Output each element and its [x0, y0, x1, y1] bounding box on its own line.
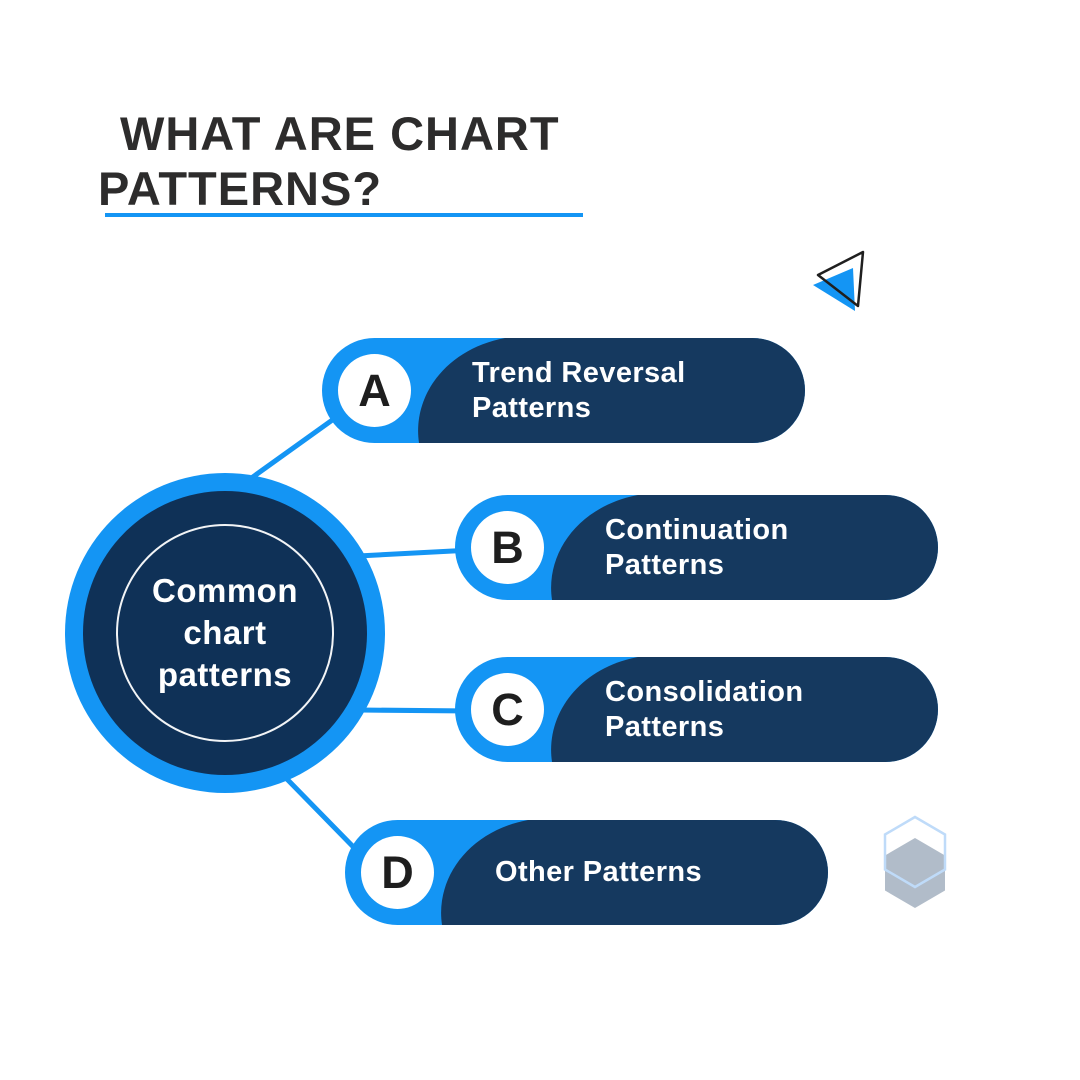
- pattern-label: Continuation Patterns: [605, 513, 789, 581]
- pattern-label: Trend Reversal Patterns: [472, 356, 686, 424]
- pill-navy-swoosh: [441, 820, 828, 925]
- pill-navy-swoosh: [551, 495, 938, 600]
- central-circle-inner: Common chart patterns: [83, 491, 367, 775]
- pill-shape: [345, 820, 828, 925]
- hexagon-outline: [883, 815, 947, 889]
- plane-outline-triangle: [816, 250, 865, 308]
- letter-badge-text: C: [491, 683, 524, 735]
- pill-shape: [322, 338, 805, 443]
- pattern-label: Consolidation Patterns: [605, 675, 804, 743]
- pattern-item-c: C Consolidation Patterns: [455, 657, 938, 762]
- letter-badge: B: [471, 511, 544, 584]
- plane-fill-triangle: [813, 268, 855, 311]
- hexagon-pair-icon: [883, 815, 947, 908]
- pattern-item-a: A Trend Reversal Patterns: [322, 338, 805, 443]
- central-circle-label: Common chart patterns: [152, 572, 298, 693]
- pattern-label: Other Patterns: [495, 856, 703, 889]
- letter-badge: C: [471, 673, 544, 746]
- central-circle-ring: Common chart patterns: [116, 524, 334, 742]
- letter-badge-text: D: [381, 846, 414, 898]
- pill-navy-swoosh: [418, 338, 805, 443]
- letter-badge: D: [361, 836, 434, 909]
- title-underline: [105, 213, 583, 217]
- pill-shape: [455, 657, 938, 762]
- pill-navy-swoosh: [551, 657, 938, 762]
- central-circle: Common chart patterns: [65, 473, 385, 793]
- hexagon-filled: [885, 838, 945, 908]
- paper-plane-triangle-icon: [813, 250, 865, 311]
- letter-badge: A: [338, 354, 411, 427]
- connector-b: [355, 547, 475, 559]
- connector-c: [357, 707, 475, 714]
- letter-badge-text: B: [491, 521, 524, 573]
- pattern-item-d: D Other Patterns: [345, 820, 828, 925]
- page-title: WHAT ARE CHART PATTERNS?: [98, 107, 560, 216]
- pattern-item-b: B Continuation Patterns: [455, 495, 938, 600]
- pill-shape: [455, 495, 938, 600]
- letter-badge-text: A: [358, 364, 391, 416]
